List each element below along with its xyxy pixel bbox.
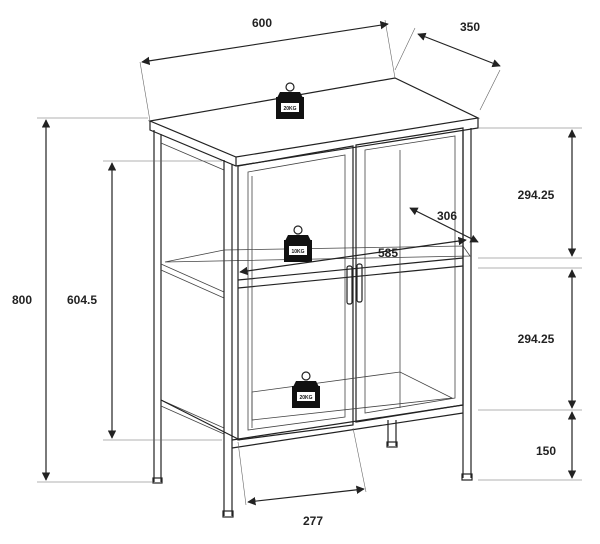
dim-compartment-lower-label: 294.25: [518, 332, 555, 346]
dim-width-top: 600: [139, 16, 396, 122]
left-glass-door: [237, 145, 354, 441]
dim-depth-top-label: 350: [460, 20, 480, 34]
dim-shelf-depth-label: 306: [437, 209, 457, 223]
weight-top-label: 20KG: [283, 106, 296, 112]
dim-shelf-width: 585: [239, 236, 467, 276]
dim-width-top-label: 600: [252, 16, 272, 30]
dim-shelf-depth: 306: [409, 207, 479, 243]
top-surface: [147, 77, 480, 158]
right-door-handle: [356, 263, 363, 303]
dim-compartment-upper-label: 294.25: [518, 188, 555, 202]
weight-bottom-label: 20KG: [299, 395, 312, 401]
left-door-handle: [346, 265, 353, 305]
dim-height-inner-label: 604.5: [67, 293, 97, 307]
dim-height-inner: 604.5: [67, 160, 222, 441]
dim-height-total-label: 800: [12, 293, 32, 307]
dim-height-total: 800: [12, 117, 152, 483]
dim-shelf-width-label: 585: [378, 246, 398, 260]
dim-door-width: 277: [237, 427, 367, 528]
weight-top-icon: 20KG: [276, 82, 304, 119]
dim-right-stack: 294.25 294.25 150: [478, 127, 582, 481]
dim-leg-height-label: 150: [536, 444, 556, 458]
middle-shelf: [164, 245, 471, 263]
dim-door-width-label: 277: [303, 514, 323, 528]
right-glass-door: [355, 127, 464, 423]
weight-shelf-icon: 10KG: [284, 225, 312, 262]
weight-shelf-label: 10KG: [291, 249, 304, 255]
dim-depth-top: 350: [394, 20, 501, 111]
weight-bottom-icon: 20KG: [292, 371, 320, 408]
cabinet-outline: [147, 77, 480, 518]
